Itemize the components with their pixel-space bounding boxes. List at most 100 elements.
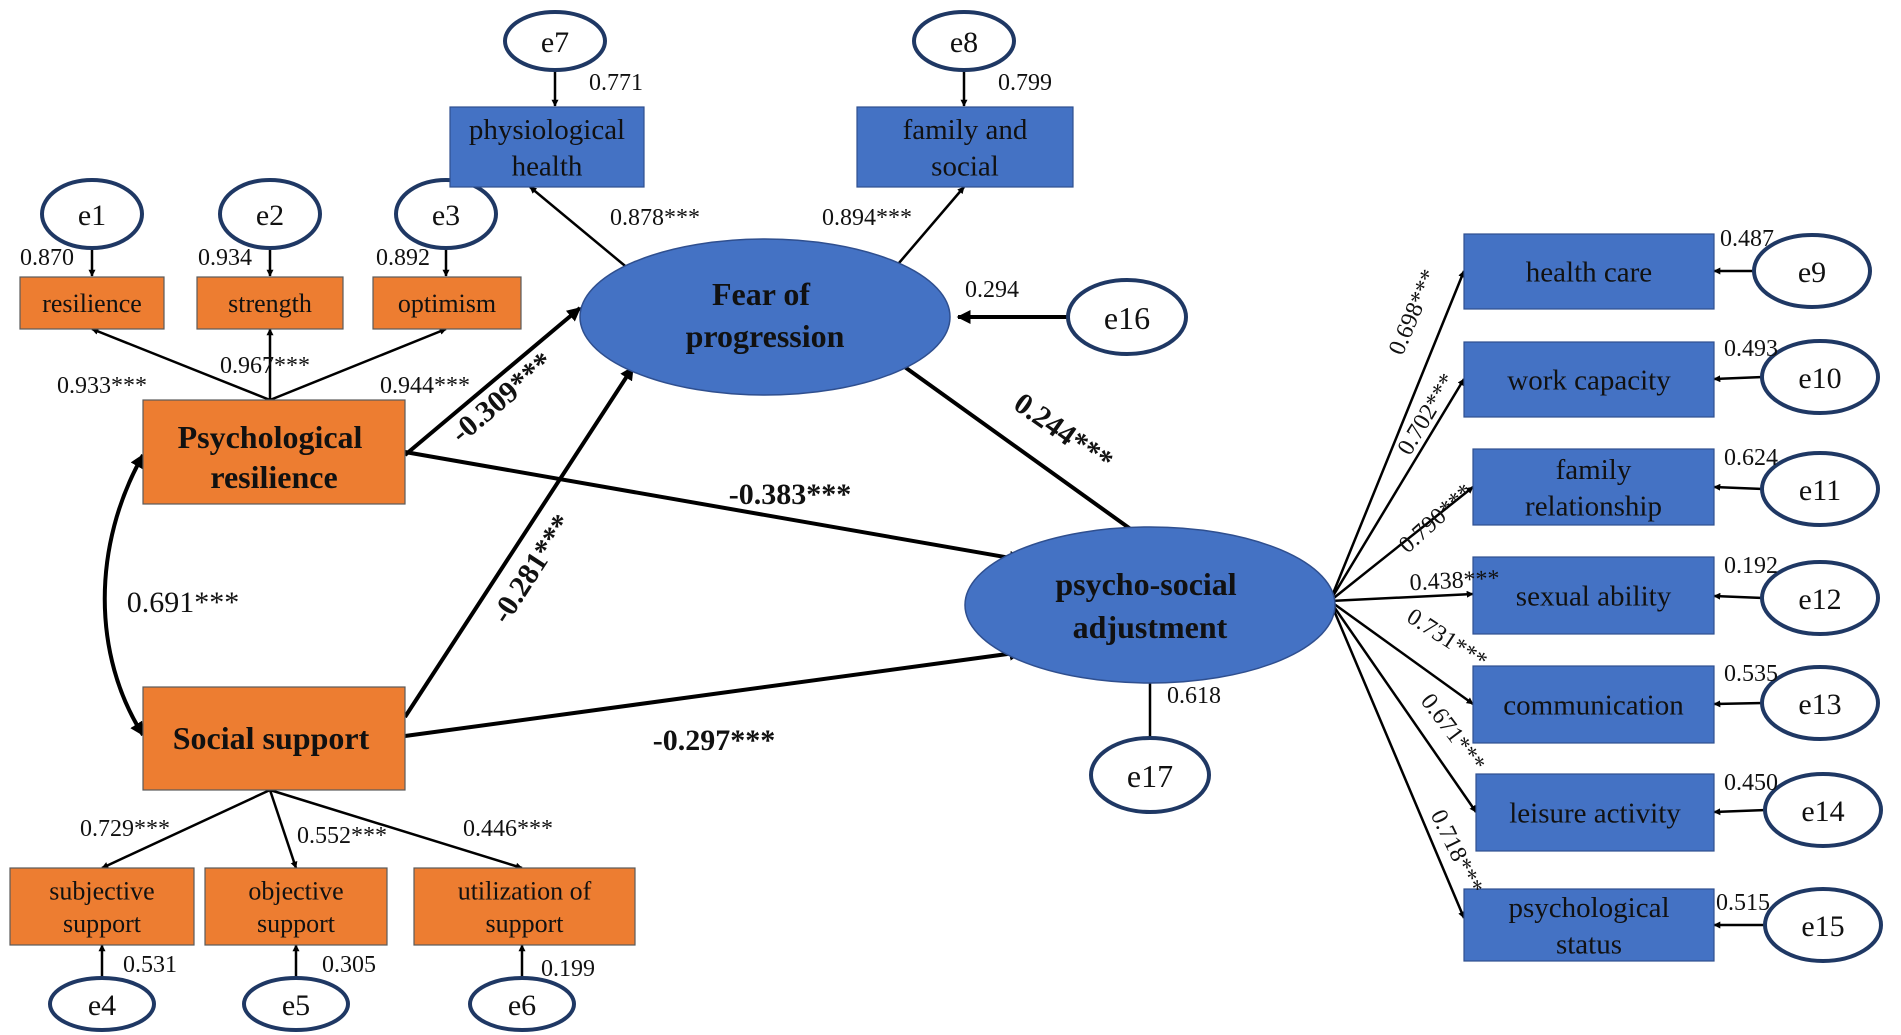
latent-label-line: adjustment	[1073, 609, 1228, 645]
residual-error-label: e16	[1104, 300, 1150, 336]
latent-fear-of-progression: Fear of progression	[579, 238, 951, 396]
error-label: e4	[88, 989, 116, 1022]
indicator-box	[1475, 773, 1715, 852]
factor-loading: 0.446***	[463, 816, 553, 842]
svg-text:Psychological resilience: Psychological resilience	[178, 419, 371, 495]
path-resilience-to-fear	[403, 306, 582, 457]
error-label: e6	[508, 989, 536, 1022]
indicator-label: optimism	[398, 289, 496, 318]
error-term	[1763, 887, 1883, 963]
error-term	[1763, 772, 1883, 848]
latent-psychological-resilience: Psychological resilience	[142, 399, 406, 505]
indicator-label: resilience	[42, 289, 142, 318]
error-variance: 0.799	[998, 70, 1052, 96]
error-variance: 0.199	[541, 956, 595, 982]
error-label: e10	[1798, 362, 1841, 395]
residual-value: 0.618	[1167, 683, 1221, 709]
indicator-box	[856, 106, 1074, 188]
error-label: e8	[950, 26, 978, 59]
path-fear-to-adjustment	[893, 358, 1152, 545]
residual-error-label: e17	[1127, 758, 1173, 794]
latent-label: Social support	[173, 720, 370, 756]
indicator-box	[449, 106, 645, 188]
indicator-box	[1463, 233, 1715, 310]
error-term	[40, 178, 144, 250]
indicator-label: communication	[1503, 690, 1684, 722]
indicator-box	[372, 276, 522, 330]
error-variance: 0.487	[1720, 226, 1774, 252]
error-term	[1760, 451, 1880, 527]
error-term	[468, 976, 576, 1032]
factor-loading: 0.702***	[1393, 369, 1462, 460]
latent-label-line: Psychological	[178, 419, 363, 455]
error-term	[1760, 560, 1880, 636]
svg-text:Fear of progression: Fear of progression	[686, 276, 845, 354]
residual-fear: e16 0.294	[965, 277, 1188, 356]
factor-loading: 0.933***	[57, 373, 147, 399]
coef-resilience-to-adjustment: -0.383***	[729, 478, 852, 511]
error-label: e12	[1798, 583, 1841, 616]
residual-adjustment: e17 0.618	[1089, 683, 1221, 814]
coef-support-to-adjustment: -0.297***	[653, 724, 776, 757]
factor-loading: 0.878***	[610, 205, 700, 231]
indicator-label: work capacity	[1507, 365, 1671, 397]
error-variance: 0.535	[1724, 661, 1778, 687]
error-label: e14	[1801, 795, 1844, 828]
factor-loading: 0.438***	[1409, 566, 1500, 597]
latent-label-line: psycho-social	[1055, 566, 1236, 602]
path-support-to-adjustment	[404, 646, 1024, 738]
error-label: e11	[1799, 474, 1841, 507]
error-term	[1752, 233, 1872, 309]
error-variance: 0.450	[1724, 770, 1778, 796]
error-variance: 0.515	[1716, 890, 1770, 916]
structural-paths	[102, 306, 1154, 743]
error-variance: 0.493	[1724, 336, 1778, 362]
factor-loading: 0.790***	[1394, 479, 1478, 559]
latent-social-support: Social support	[142, 686, 406, 791]
indicator-box	[196, 276, 344, 330]
latent-label-line: resilience	[210, 459, 337, 495]
indicator-box	[1472, 665, 1715, 744]
factor-loading: 0.552***	[297, 823, 387, 849]
error-term	[218, 178, 322, 250]
indicator-box	[19, 276, 165, 330]
error-variance: 0.192	[1724, 553, 1778, 579]
factor-loading: 0.729***	[80, 816, 170, 842]
path-support-to-fear	[403, 365, 635, 719]
error-variance: 0.892	[376, 245, 430, 271]
error-term	[1760, 665, 1880, 741]
error-variance: 0.531	[123, 952, 177, 978]
error-label: e15	[1801, 910, 1844, 943]
error-term	[912, 10, 1016, 72]
indicator-label: health care	[1526, 257, 1652, 289]
error-label: e5	[282, 989, 310, 1022]
error-variance: 0.305	[322, 952, 376, 978]
indicator-label: sexual ability	[1516, 581, 1672, 613]
indicator-box	[1463, 341, 1715, 418]
error-term	[503, 10, 607, 72]
indicator-box	[1463, 888, 1715, 962]
error-term	[48, 976, 156, 1032]
error-label: e7	[541, 26, 569, 59]
residual-value: 0.294	[965, 277, 1019, 303]
indicator-box	[1472, 448, 1715, 526]
resilience-indicators: resiliencee10.8700.933***strengthe20.934…	[19, 178, 522, 399]
indicator-label: strength	[228, 289, 312, 318]
measurement-arrows	[88, 68, 1768, 982]
indicator-box	[9, 867, 195, 946]
error-term	[242, 976, 350, 1032]
error-variance: 0.870	[20, 245, 74, 271]
error-label: e9	[1798, 256, 1826, 289]
error-term	[1760, 339, 1880, 415]
error-variance: 0.624	[1724, 445, 1778, 471]
latent-label-line: progression	[686, 318, 845, 354]
error-label: e3	[432, 199, 460, 232]
